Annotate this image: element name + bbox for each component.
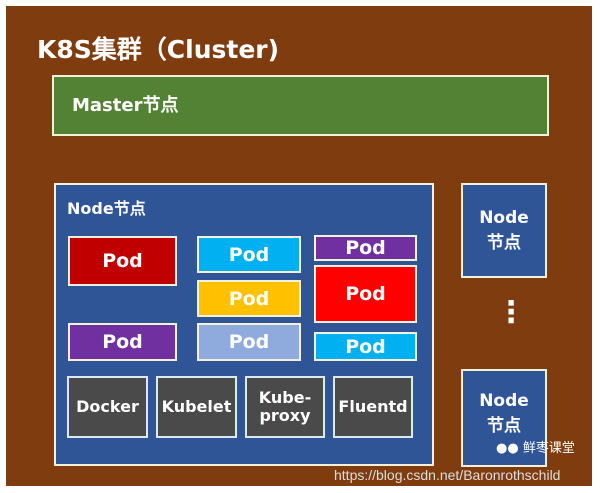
docker-component: Docker xyxy=(67,376,148,438)
node-label: Node节点 xyxy=(67,199,146,218)
ellipsis: ⋮ xyxy=(496,295,526,330)
pod: Pod xyxy=(314,332,417,361)
other-node: Node节点 xyxy=(461,369,547,467)
master-label: Master节点 xyxy=(72,95,179,116)
watermark-brand: ●● 鲜枣课堂 xyxy=(496,441,575,456)
wechat-icon: ●● xyxy=(496,441,523,456)
pod: Pod xyxy=(314,265,417,323)
pod: Pod xyxy=(68,236,177,286)
master-node: Master节点 xyxy=(52,75,549,136)
fluentd-component: Fluentd xyxy=(333,376,413,438)
cluster-title: K8S集群（Cluster) xyxy=(37,35,280,64)
pod: Pod xyxy=(68,323,177,361)
pod: Pod xyxy=(314,235,417,261)
kubelet-component: Kubelet xyxy=(156,376,237,438)
watermark-url: https://blog.csdn.net/Baronrothschild xyxy=(334,467,561,483)
other-node: Node节点 xyxy=(461,183,547,278)
pod: Pod xyxy=(197,280,301,317)
brand-text: 鲜枣课堂 xyxy=(522,441,575,456)
pod: Pod xyxy=(197,236,301,273)
kube-proxy-component: Kube-proxy xyxy=(245,376,325,438)
pod: Pod xyxy=(197,323,301,361)
